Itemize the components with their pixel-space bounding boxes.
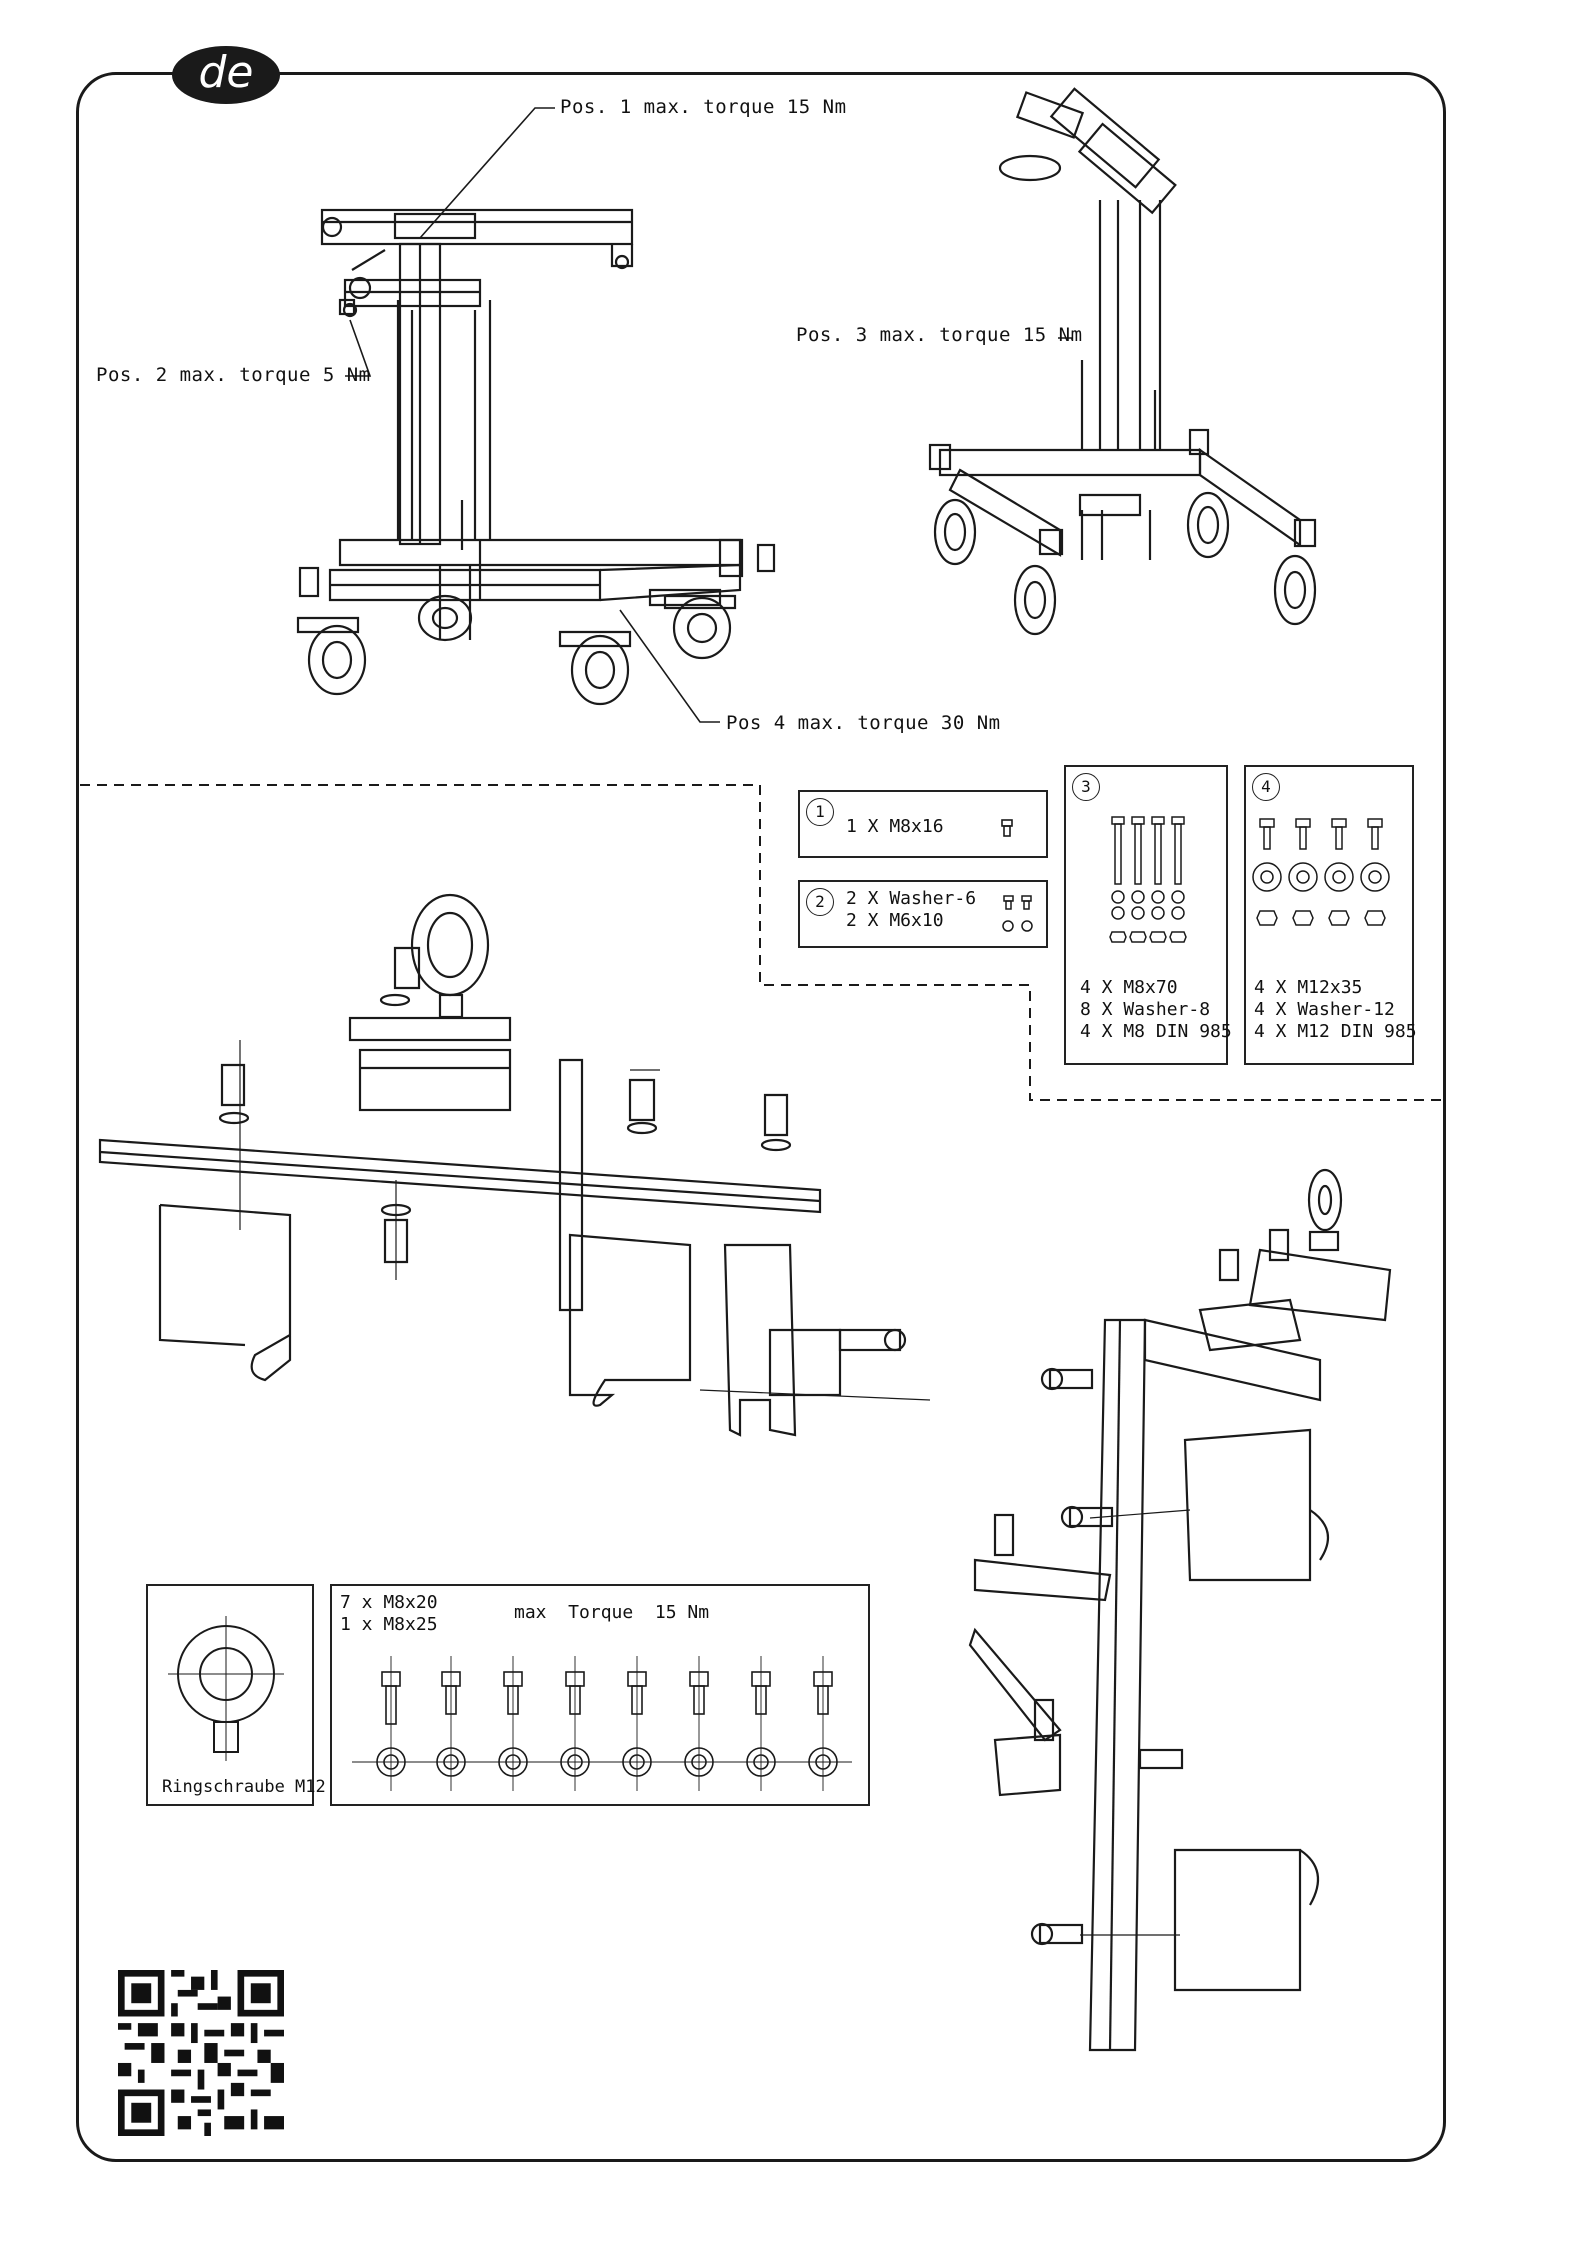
eye-bolt-icon bbox=[148, 1586, 316, 1808]
parts-line: 8 X Washer-8 bbox=[1080, 999, 1210, 1021]
parts-box-1: 1 1 X M8x16 bbox=[798, 790, 1048, 858]
pos3-label: Pos. 3 max. torque 15 Nm bbox=[796, 324, 1083, 346]
parts-line: 4 X M12x35 bbox=[1254, 977, 1362, 999]
screws-box: 7 x M8x20 1 x M8x25 max Torque 15 Nm bbox=[330, 1584, 870, 1806]
parts-line: 4 X M12 DIN 985 bbox=[1254, 1021, 1417, 1043]
parts-box-3: 3 4 X M8x70 8 X Washer-8 4 X M8 DIN 985 bbox=[1064, 765, 1228, 1065]
parts-box-4: 4 4 X M12x35 4 X Washer-12 4 X M12 DIN 9… bbox=[1244, 765, 1414, 1065]
pos1-label: Pos. 1 max. torque 15 Nm bbox=[560, 96, 847, 118]
washer-icon bbox=[800, 882, 1050, 950]
parts-line: 4 X Washer-12 bbox=[1254, 999, 1395, 1021]
parts-box-2: 2 2 X Washer-6 2 X M6x10 bbox=[798, 880, 1048, 948]
stand-assembly-rear bbox=[930, 89, 1315, 634]
stand-assembly-front bbox=[298, 210, 774, 704]
screw-set-icon bbox=[332, 1586, 872, 1808]
parts-line: 4 X M8 DIN 985 bbox=[1080, 1021, 1232, 1043]
qr-code-icon[interactable] bbox=[118, 1970, 284, 2136]
bracket-assembly-left bbox=[100, 895, 930, 1435]
parts-line: 4 X M8x70 bbox=[1080, 977, 1178, 999]
ring-bolt-caption: Ringschraube M12 bbox=[162, 1776, 326, 1798]
pos2-label: Pos. 2 max. torque 5 Nm bbox=[96, 364, 371, 386]
ring-bolt-box: Ringschraube M12 bbox=[146, 1584, 314, 1806]
bolt-icon bbox=[800, 792, 1050, 860]
bracket-assembly-right bbox=[970, 1170, 1390, 2050]
pos4-label: Pos 4 max. torque 30 Nm bbox=[726, 712, 1001, 734]
